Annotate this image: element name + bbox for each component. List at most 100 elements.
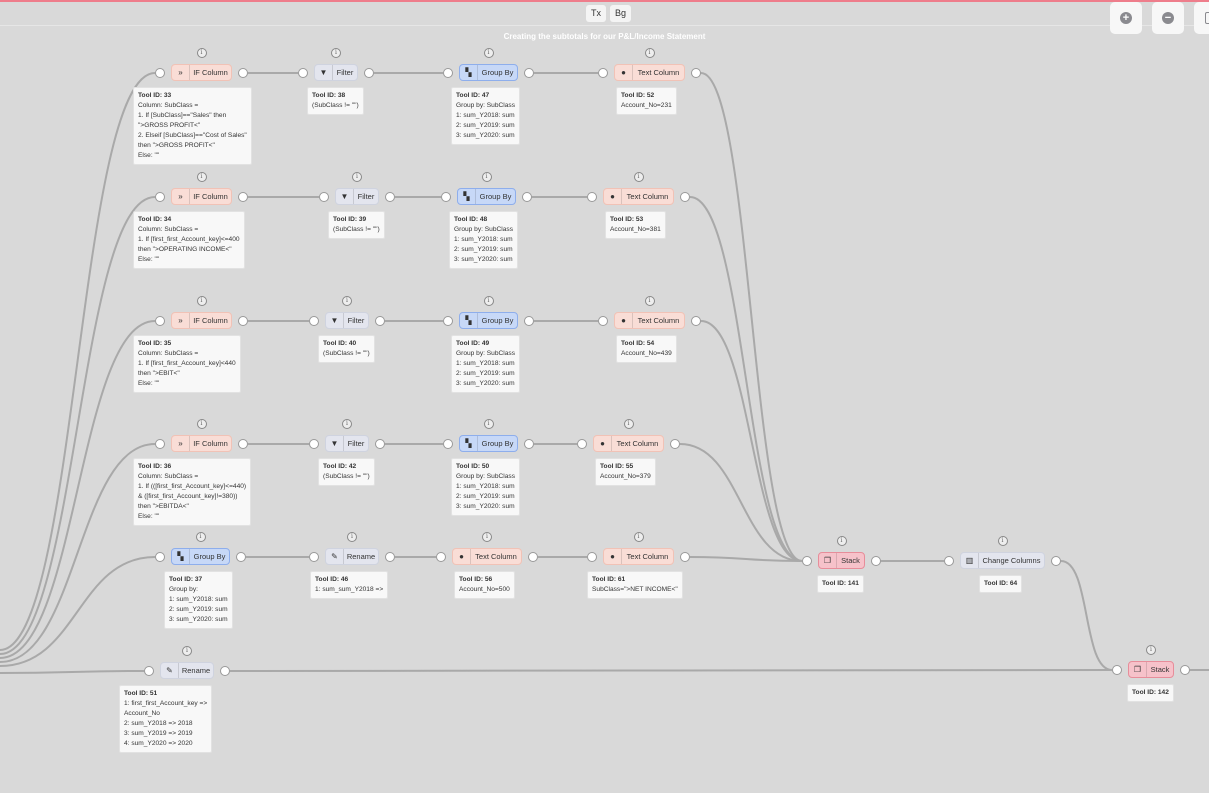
node-text[interactable]: ●Text Column xyxy=(603,548,674,565)
node-stack[interactable]: ❐Stack xyxy=(818,552,865,569)
info-icon[interactable]: i xyxy=(342,419,352,429)
incoming-edge[interactable] xyxy=(0,443,156,663)
output-port[interactable] xyxy=(524,439,534,449)
tx-button[interactable]: Tx xyxy=(586,5,606,22)
node-text[interactable]: ●Text Column xyxy=(593,435,664,452)
edge-to-stack[interactable] xyxy=(700,72,803,562)
input-port[interactable] xyxy=(587,552,597,562)
input-port[interactable] xyxy=(598,316,608,326)
output-port[interactable] xyxy=(385,552,395,562)
info-icon[interactable]: i xyxy=(481,172,492,182)
input-port[interactable] xyxy=(155,439,165,449)
info-icon[interactable]: i xyxy=(483,419,494,429)
node-stack[interactable]: ❐Stack xyxy=(1128,661,1174,678)
info-icon[interactable]: i xyxy=(1146,645,1156,655)
output-port[interactable] xyxy=(220,666,230,676)
node-filter[interactable]: ▼Filter xyxy=(325,435,369,452)
info-icon[interactable]: i xyxy=(182,646,192,656)
node-rename[interactable]: ✎Rename xyxy=(325,548,379,565)
input-port[interactable] xyxy=(309,316,319,326)
edge-to-stack[interactable] xyxy=(689,196,803,562)
input-port[interactable] xyxy=(577,439,587,449)
input-port[interactable] xyxy=(155,68,165,78)
output-port[interactable] xyxy=(670,439,680,449)
info-icon[interactable]: i xyxy=(633,532,644,542)
node-gb[interactable]: ▚Group By xyxy=(457,188,516,205)
output-port[interactable] xyxy=(691,68,701,78)
node-if[interactable]: »IF Column xyxy=(171,64,232,81)
output-port[interactable] xyxy=(528,552,538,562)
info-icon[interactable]: i xyxy=(347,532,357,542)
info-icon[interactable]: i xyxy=(997,536,1008,546)
output-port[interactable] xyxy=(680,552,690,562)
output-port[interactable] xyxy=(375,439,385,449)
node-gb[interactable]: ▚Group By xyxy=(459,435,518,452)
info-icon[interactable]: i xyxy=(623,419,634,429)
input-port[interactable] xyxy=(1112,665,1122,675)
info-icon[interactable]: i xyxy=(352,172,362,182)
info-icon[interactable]: i xyxy=(196,296,207,306)
node-gb[interactable]: ▚Group By xyxy=(459,312,518,329)
edge[interactable] xyxy=(1060,560,1113,671)
node-if[interactable]: »IF Column xyxy=(171,312,232,329)
node-text[interactable]: ●Text Column xyxy=(614,64,685,81)
incoming-edge[interactable] xyxy=(0,670,145,674)
node-filter[interactable]: ▼Filter xyxy=(335,188,379,205)
input-port[interactable] xyxy=(309,439,319,449)
output-port[interactable] xyxy=(691,316,701,326)
input-port[interactable] xyxy=(155,316,165,326)
output-port[interactable] xyxy=(680,192,690,202)
edge-to-stack[interactable] xyxy=(679,443,803,562)
output-port[interactable] xyxy=(238,68,248,78)
input-port[interactable] xyxy=(587,192,597,202)
output-port[interactable] xyxy=(522,192,532,202)
edge[interactable] xyxy=(229,669,1113,672)
output-port[interactable] xyxy=(385,192,395,202)
output-port[interactable] xyxy=(238,316,248,326)
input-port[interactable] xyxy=(598,68,608,78)
input-port[interactable] xyxy=(155,552,165,562)
input-port[interactable] xyxy=(155,192,165,202)
output-port[interactable] xyxy=(238,439,248,449)
input-port[interactable] xyxy=(309,552,319,562)
output-port[interactable] xyxy=(871,556,881,566)
info-icon[interactable]: i xyxy=(633,172,644,182)
info-icon[interactable]: i xyxy=(644,296,655,306)
info-icon[interactable]: i xyxy=(483,48,494,58)
node-filter[interactable]: ▼Filter xyxy=(325,312,369,329)
incoming-edge[interactable] xyxy=(0,196,156,655)
fit-view-button[interactable] xyxy=(1194,2,1209,34)
node-gb[interactable]: ▚Group By xyxy=(171,548,230,565)
node-rename[interactable]: ✎Rename xyxy=(160,662,214,679)
output-port[interactable] xyxy=(1051,556,1061,566)
input-port[interactable] xyxy=(443,439,453,449)
input-port[interactable] xyxy=(298,68,308,78)
incoming-edge[interactable] xyxy=(0,72,156,651)
node-text[interactable]: ●Text Column xyxy=(452,548,522,565)
output-port[interactable] xyxy=(1180,665,1190,675)
edge-to-stack[interactable] xyxy=(689,556,803,562)
output-port[interactable] xyxy=(524,316,534,326)
node-gb[interactable]: ▚Group By xyxy=(459,64,518,81)
node-text[interactable]: ●Text Column xyxy=(603,188,674,205)
input-port[interactable] xyxy=(443,316,453,326)
info-icon[interactable]: i xyxy=(196,172,207,182)
node-cc[interactable]: ▥Change Columns xyxy=(960,552,1045,569)
node-if[interactable]: »IF Column xyxy=(171,188,232,205)
edge-to-stack[interactable] xyxy=(700,320,803,562)
node-text[interactable]: ●Text Column xyxy=(614,312,685,329)
node-if[interactable]: »IF Column xyxy=(171,435,232,452)
input-port[interactable] xyxy=(436,552,446,562)
info-icon[interactable]: i xyxy=(342,296,352,306)
incoming-edge[interactable] xyxy=(0,556,156,667)
output-port[interactable] xyxy=(238,192,248,202)
input-port[interactable] xyxy=(144,666,154,676)
zoom-out-button[interactable]: − xyxy=(1152,2,1184,34)
incoming-edge[interactable] xyxy=(0,320,156,659)
info-icon[interactable]: i xyxy=(482,532,492,542)
info-icon[interactable]: i xyxy=(331,48,341,58)
input-port[interactable] xyxy=(443,68,453,78)
input-port[interactable] xyxy=(802,556,812,566)
output-port[interactable] xyxy=(364,68,374,78)
info-icon[interactable]: i xyxy=(483,296,494,306)
